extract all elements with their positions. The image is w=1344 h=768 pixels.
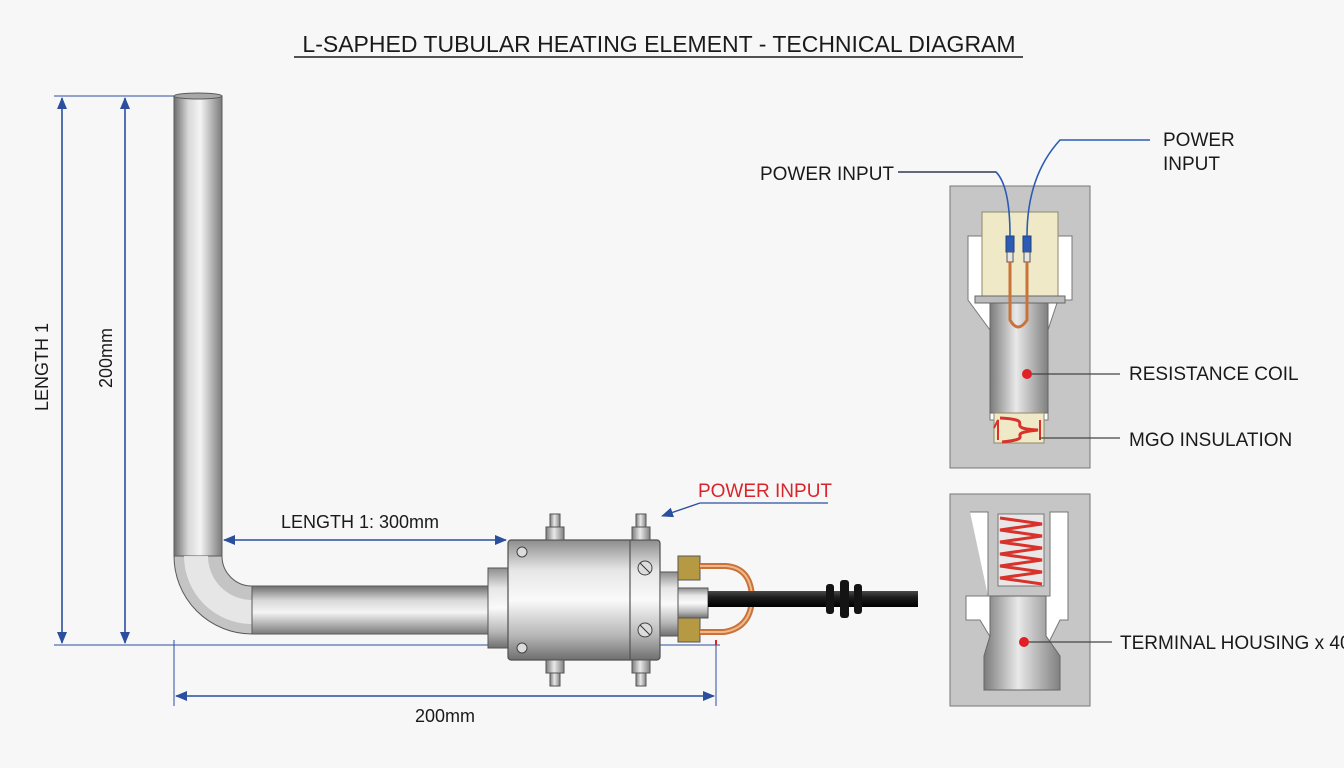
callout-power-input-top-right-line2: INPUT <box>1163 154 1220 175</box>
dim-label-200mm-vertical: 200mm <box>96 328 116 388</box>
callout-power-input-top-right-line1: POWER <box>1163 130 1235 151</box>
l-shaped-tube <box>173 92 498 635</box>
diagram-title: L-SAPHED TUBULAR HEATING ELEMENT - TECHN… <box>302 31 1015 57</box>
callout-dot <box>1022 369 1032 379</box>
screw-icon <box>516 642 528 654</box>
detail-panel-terminal <box>949 493 1091 707</box>
callout-power-input-left: POWER INPUT <box>760 164 894 185</box>
power-cable <box>708 580 918 618</box>
detail-panel-coil <box>898 139 1150 469</box>
dim-label-200mm-horizontal: 200mm <box>415 706 475 726</box>
dimension-lines <box>54 95 720 706</box>
screw-icon <box>516 546 528 558</box>
callout-terminal-housing: TERMINAL HOUSING x 40 <box>1120 633 1344 654</box>
callout-mgo-insulation: MGO INSULATION <box>1129 430 1292 451</box>
dim-label-300mm: LENGTH 1: 300mm <box>281 512 439 532</box>
callout-power-input-main: POWER INPUT <box>698 481 832 502</box>
callout-dot <box>1019 637 1029 647</box>
dim-label-length1: LENGTH 1 <box>32 323 52 411</box>
terminal-block <box>487 513 709 687</box>
callout-resistance-coil: RESISTANCE COIL <box>1129 364 1299 385</box>
